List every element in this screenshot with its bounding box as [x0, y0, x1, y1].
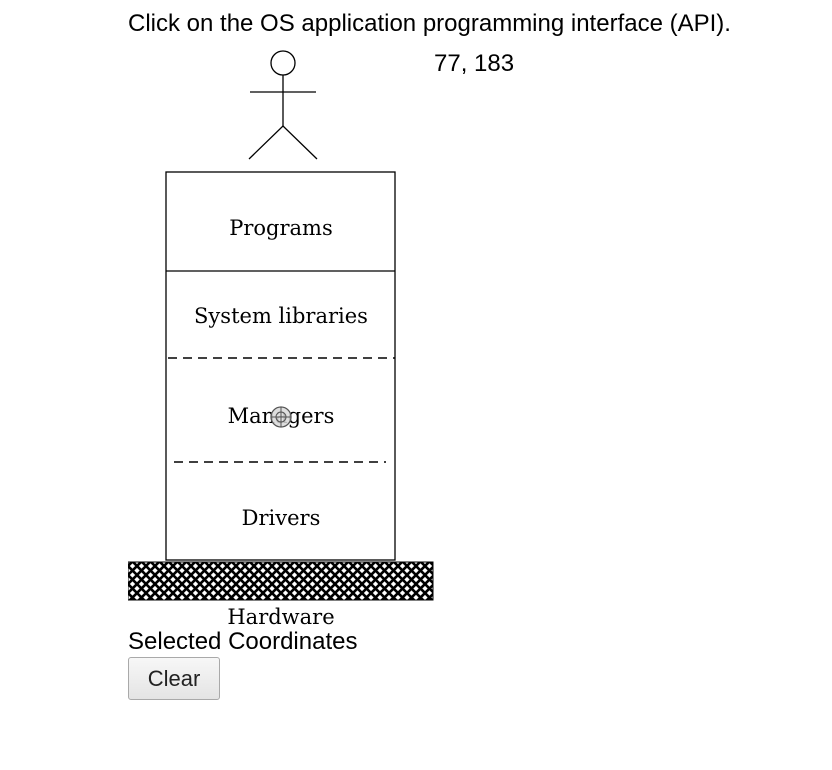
os-layer-diagram[interactable]: Programs System libraries Managers Drive… — [128, 44, 434, 634]
hardware-label: Hardware — [227, 605, 334, 629]
selected-coordinates-label: Selected Coordinates — [128, 628, 358, 655]
system-libraries-label: System libraries — [194, 304, 368, 328]
os-stack-outline — [165, 171, 396, 561]
instruction-text: Click on the OS application programming … — [128, 10, 731, 37]
programs-label: Programs — [229, 216, 333, 240]
hardware-base — [128, 561, 434, 601]
clear-button[interactable]: Clear — [128, 657, 220, 700]
user-figure-icon — [248, 50, 318, 160]
drivers-label: Drivers — [242, 506, 321, 530]
click-marker-icon — [270, 406, 292, 428]
coordinates-readout: 77, 183 — [434, 50, 515, 77]
